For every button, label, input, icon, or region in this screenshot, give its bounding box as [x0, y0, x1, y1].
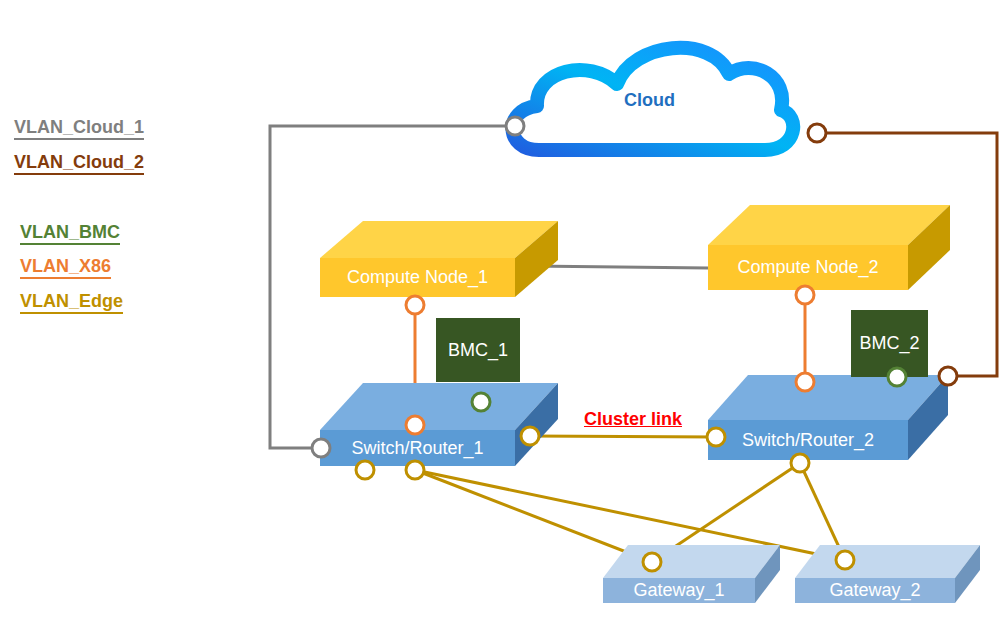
- box-top-face: [795, 545, 980, 578]
- box-side-face: [515, 383, 558, 466]
- link-line: [530, 266, 708, 268]
- box-side-face: [955, 545, 980, 603]
- legend-text: VLAN_X86: [20, 256, 111, 277]
- legend-swatch: [20, 312, 123, 314]
- legend-item: VLAN_X86: [20, 256, 111, 277]
- switch-router: Switch/Router_2: [708, 375, 948, 460]
- link-label: Cluster link: [582, 409, 684, 430]
- gateway: Gateway_1: [603, 545, 780, 603]
- node-label: BMC_1: [448, 340, 508, 361]
- legend-item: VLAN_BMC: [20, 222, 120, 243]
- compute-node: Compute Node_2: [708, 205, 950, 290]
- box-side-face: [755, 545, 780, 603]
- text-area: Gateway_2: [795, 578, 955, 603]
- bmc-rect: [436, 318, 520, 382]
- node-label: Cloud: [624, 90, 675, 111]
- legend-swatch: [20, 277, 111, 279]
- text-area: Switch/Router_1: [320, 430, 515, 466]
- port-dot: [406, 461, 424, 479]
- port-dot: [521, 427, 539, 445]
- text-area: BMC_2: [853, 312, 926, 375]
- legend-swatch: [14, 173, 144, 175]
- port-dot: [939, 367, 957, 385]
- cloud-outline: [512, 48, 793, 150]
- box-side-face: [908, 205, 950, 290]
- node-label: Compute Node_2: [737, 257, 878, 278]
- box-top-face: [708, 375, 948, 420]
- cloud-shape: Cloud: [497, 28, 802, 168]
- text-area: Gateway_1: [603, 578, 755, 603]
- legend-item: VLAN_Edge: [20, 291, 123, 312]
- legend-text: VLAN_Cloud_1: [14, 117, 144, 138]
- switch-router: Switch/Router_1: [320, 383, 558, 466]
- text-area: Compute Node_2: [708, 245, 908, 290]
- port-dot: [836, 551, 854, 569]
- box-front-face: [708, 245, 908, 290]
- port-dot: [796, 286, 814, 304]
- port-dot: [356, 461, 374, 479]
- box-top-face: [708, 205, 950, 245]
- text-area: Switch/Router_2: [708, 420, 908, 460]
- port-dot: [707, 428, 725, 446]
- port-dot: [406, 416, 424, 434]
- text-area: Cloud: [592, 80, 707, 120]
- link-line: [415, 470, 652, 562]
- port-dot: [506, 117, 524, 135]
- box-side-face: [908, 375, 948, 460]
- port-dot: [888, 368, 906, 386]
- legend-text: VLAN_Cloud_2: [14, 152, 144, 173]
- port-dot: [643, 553, 661, 571]
- node-label: Gateway_1: [633, 580, 724, 601]
- box-front-face: [603, 578, 755, 603]
- box-front-face: [320, 258, 515, 297]
- legend-item: VLAN_Cloud_2: [14, 152, 144, 173]
- port-dot: [406, 296, 424, 314]
- port-dot: [791, 454, 809, 472]
- node-label: Switch/Router_1: [351, 438, 483, 459]
- bmc-rect: [851, 310, 928, 377]
- node-label: Switch/Router_2: [742, 430, 874, 451]
- box-top-face: [603, 545, 780, 578]
- link-line: [804, 295, 807, 382]
- port-dot: [312, 439, 330, 457]
- compute-node: Compute Node_1: [320, 221, 558, 297]
- bmc-box: BMC_2: [851, 310, 928, 377]
- port-dot: [472, 393, 490, 411]
- legend-swatch: [20, 243, 120, 245]
- bmc-box: BMC_1: [436, 318, 520, 382]
- legend-swatch: [14, 138, 144, 140]
- node-shape: [708, 205, 950, 290]
- port-dot: [808, 124, 826, 142]
- text-area: Compute Node_1: [320, 258, 515, 297]
- gateway: Gateway_2: [795, 545, 980, 603]
- node-label: Gateway_2: [829, 580, 920, 601]
- node-label: BMC_2: [859, 333, 919, 354]
- link-line: [530, 436, 716, 437]
- legend-item: VLAN_Cloud_1: [14, 117, 144, 138]
- text-area: BMC_1: [438, 320, 518, 380]
- box-front-face: [708, 420, 908, 460]
- legend-text: VLAN_BMC: [20, 222, 120, 243]
- box-side-face: [515, 221, 558, 297]
- node-label: Compute Node_1: [347, 267, 488, 288]
- box-front-face: [795, 578, 955, 603]
- legend-text: VLAN_Edge: [20, 291, 123, 312]
- port-dot: [796, 373, 814, 391]
